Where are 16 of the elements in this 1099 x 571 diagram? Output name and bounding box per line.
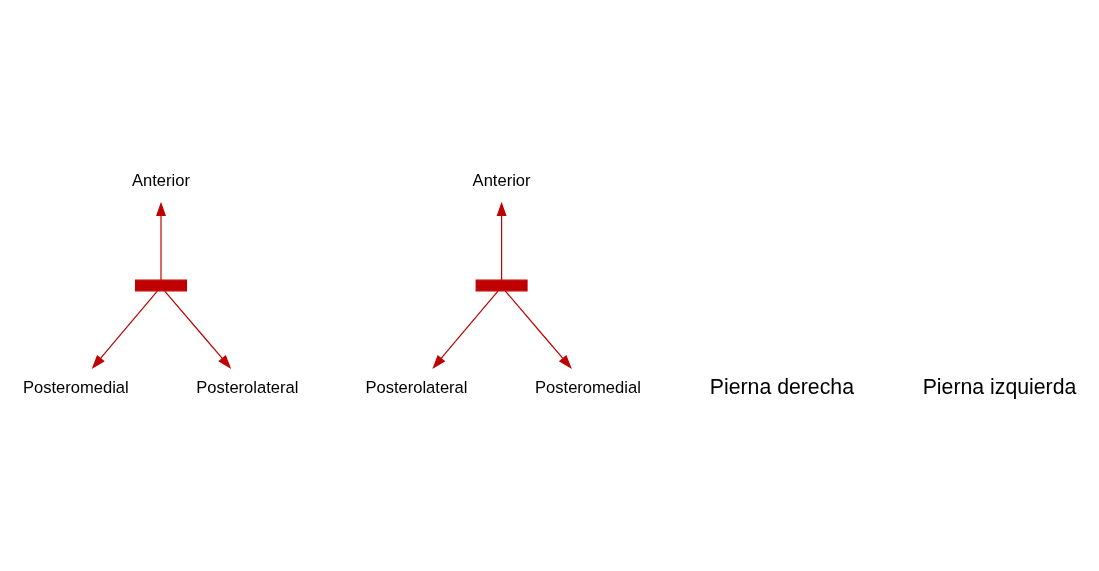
node-text: Anterior	[472, 171, 531, 191]
label: Pierna derecha	[709, 375, 855, 400]
node-text: Posterolateral	[196, 378, 299, 398]
arrow	[504, 290, 572, 369]
arrow	[496, 201, 507, 281]
node-bar	[135, 279, 187, 292]
node-text: Posteromedial	[22, 378, 129, 398]
arrow	[91, 290, 158, 369]
node-text: Posterolateral	[365, 378, 468, 398]
node-bar	[475, 279, 528, 292]
node-text: Anterior	[132, 171, 190, 191]
node-text: Posteromedial	[535, 378, 641, 398]
label: Pierna izquierda	[922, 375, 1077, 400]
arrow	[156, 201, 166, 281]
arrow	[164, 290, 232, 369]
arrow	[432, 290, 499, 369]
